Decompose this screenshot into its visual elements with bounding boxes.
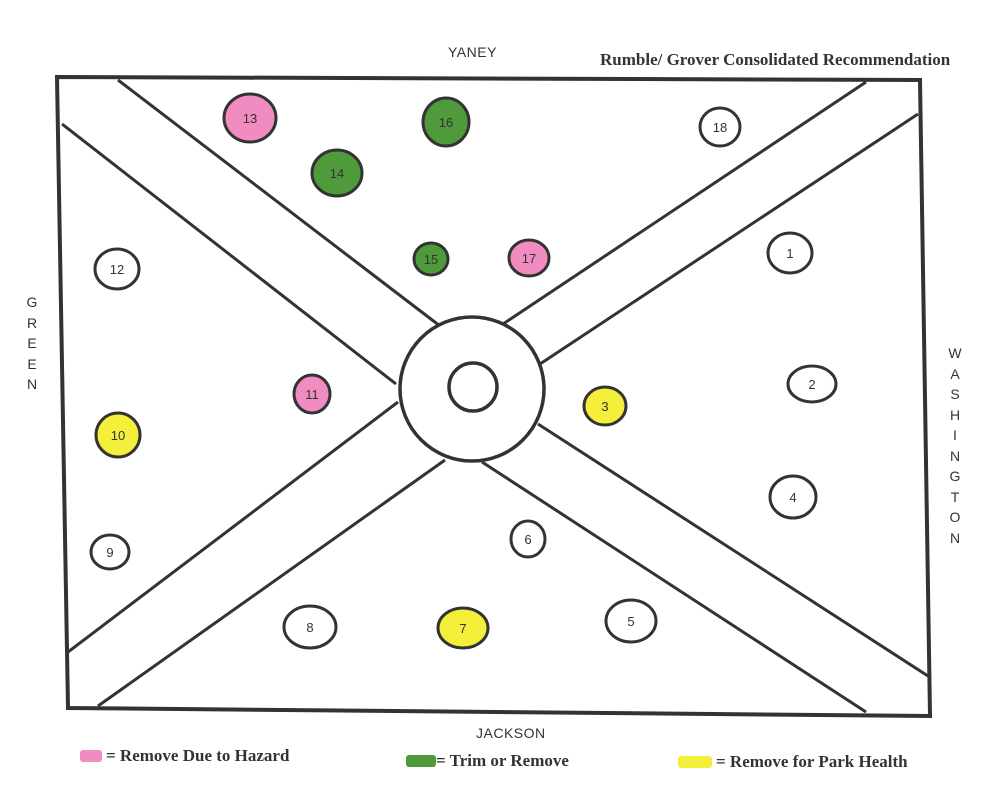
legend-item-health: = Remove for Park Health <box>678 752 908 772</box>
tree-circle <box>698 106 742 148</box>
tree-number: 15 <box>424 252 438 267</box>
tree-circle <box>436 606 490 650</box>
tree-number: 7 <box>459 621 466 636</box>
tree-number: 6 <box>524 532 531 547</box>
path-nw-a <box>117 78 441 328</box>
tree-2: 2 <box>786 364 838 404</box>
tree-number: 14 <box>330 166 344 181</box>
tree-number: 18 <box>713 120 727 135</box>
tree-circle <box>282 604 338 650</box>
street-right-letter: T <box>950 488 960 505</box>
tree-1: 1 <box>766 231 814 275</box>
street-label-bottom: JACKSON <box>476 725 546 741</box>
park-boundary <box>54 74 933 719</box>
map-title: Rumble/ Grover Consolidated Recommendati… <box>600 50 951 69</box>
tree-circle <box>766 231 814 275</box>
tree-circle <box>94 411 142 459</box>
street-right-letter: A <box>950 365 960 382</box>
path-se-a <box>537 422 929 678</box>
tree-number: 5 <box>627 614 634 629</box>
tree-circle <box>509 519 547 559</box>
street-left-letter: G <box>26 294 38 310</box>
tree-11: 11 <box>292 373 332 415</box>
tree-circle <box>412 241 450 277</box>
street-left-letter: E <box>27 355 37 372</box>
tree-number: 4 <box>789 490 796 505</box>
tree-number: 17 <box>522 251 536 266</box>
tree-circle <box>421 96 471 148</box>
tree-14: 14 <box>310 148 364 198</box>
legend-swatch-hazard <box>80 750 102 762</box>
tree-12: 12 <box>93 247 141 291</box>
tree-16: 16 <box>421 96 471 148</box>
tree-circle <box>89 533 131 571</box>
tree-circle <box>222 92 278 144</box>
tree-circle <box>507 238 551 278</box>
path-ne-a <box>499 80 867 328</box>
tree-8: 8 <box>282 604 338 650</box>
tree-5: 5 <box>604 598 658 644</box>
tree-number: 12 <box>110 262 124 277</box>
tree-17: 17 <box>507 238 551 278</box>
legend-label-hazard: = Remove Due to Hazard <box>106 746 290 765</box>
tree-circle <box>786 364 838 404</box>
path-nw-b <box>61 122 397 386</box>
street-right-letter: H <box>949 406 961 423</box>
legend-item-trim: = Trim or Remove <box>406 751 569 771</box>
tree-number: 11 <box>305 387 319 402</box>
tree-6: 6 <box>509 519 547 559</box>
legend-swatch-health <box>678 756 712 768</box>
tree-circle <box>310 148 364 198</box>
tree-9: 9 <box>89 533 131 571</box>
tree-circle <box>582 385 628 427</box>
tree-7: 7 <box>436 606 490 650</box>
tree-number: 8 <box>306 620 313 635</box>
tree-number: 2 <box>808 377 815 392</box>
legend-swatch-trim <box>406 755 436 767</box>
street-right-letter: W <box>948 345 962 361</box>
tree-circle <box>604 598 658 644</box>
street-right-letter: G <box>949 468 961 484</box>
tree-number: 16 <box>439 115 453 130</box>
path-se-b <box>481 460 867 714</box>
street-label-top: YANEY <box>448 44 497 60</box>
tree-3: 3 <box>582 385 628 427</box>
center-fountain <box>447 361 499 413</box>
street-right-letter: I <box>953 427 957 443</box>
tree-circle <box>768 474 818 520</box>
street-right-letter: N <box>949 529 961 546</box>
path-sw-a <box>67 400 399 654</box>
street-right-letter: S <box>950 386 960 402</box>
tree-circle <box>93 247 141 291</box>
tree-number: 1 <box>786 246 793 261</box>
tree-15: 15 <box>412 241 450 277</box>
walking-paths <box>61 78 929 714</box>
legend-label-health: = Remove for Park Health <box>716 752 908 771</box>
tree-number: 9 <box>106 545 113 560</box>
tree-4: 4 <box>768 474 818 520</box>
legend-label-trim: = Trim or Remove <box>436 751 569 770</box>
path-ne-b <box>539 112 919 366</box>
tree-13: 13 <box>222 92 278 144</box>
tree-10: 10 <box>94 411 142 459</box>
path-sw-b <box>97 458 446 708</box>
street-left-letter: R <box>26 314 38 331</box>
tree-18: 18 <box>698 106 742 148</box>
legend-item-hazard: = Remove Due to Hazard <box>80 746 289 766</box>
tree-number: 10 <box>111 428 125 443</box>
street-right-letter: N <box>949 447 961 464</box>
tree-number: 13 <box>243 111 257 126</box>
street-right-letter: O <box>949 509 961 525</box>
tree-number: 3 <box>601 399 608 414</box>
tree-circle <box>292 373 332 415</box>
street-left-letter: E <box>27 335 37 351</box>
street-left-letter: N <box>26 376 38 392</box>
